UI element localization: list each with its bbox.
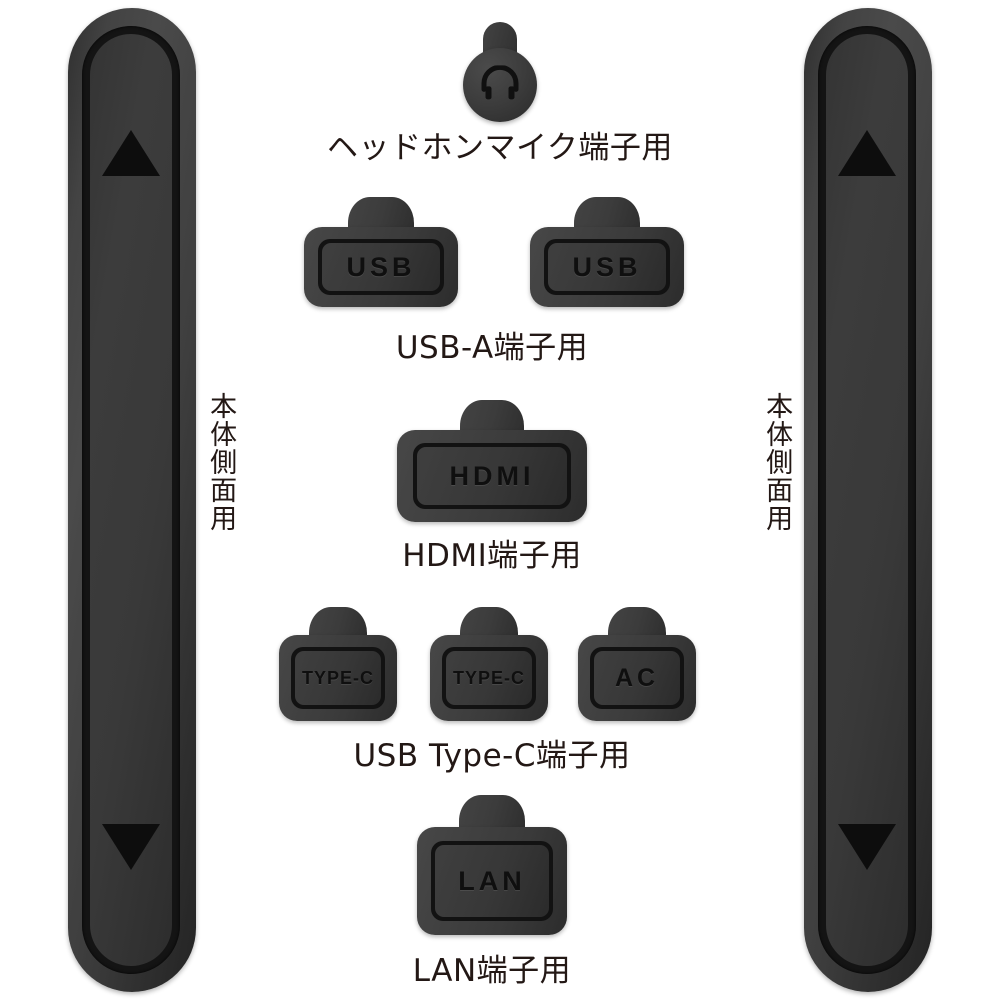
side-strip-right-label: 本体側面用 [761,392,793,532]
cover-body: TYPE-C [430,635,548,721]
cover-inset: LAN [431,841,553,921]
cover-inset-face [435,845,549,917]
cover-inset: USB [544,239,670,295]
side-strip-left-label: 本体側面用 [205,392,237,532]
side-strip-face [826,34,908,966]
lan-cover: LAN [417,795,567,935]
cover-inset-face [417,447,567,505]
cover-inset: AC [590,647,684,709]
usb-a-cover-1: USB [304,197,458,307]
headphone-jack-cover [463,22,537,126]
usb-a-cover-2: USB [530,197,684,307]
cover-inset-face [446,651,532,705]
cover-inset: USB [318,239,444,295]
cover-disc [463,48,537,122]
cover-inset: TYPE-C [442,647,536,709]
cover-inset: HDMI [413,443,571,509]
side-strip-groove [818,26,916,974]
triangle-up-icon [102,130,160,176]
usb-type-c-cover-2: TYPE-C [430,607,548,721]
cover-inset-face [322,243,440,291]
cover-body: USB [304,227,458,307]
triangle-down-icon [102,824,160,870]
cover-inset-face [295,651,381,705]
usb-type-c-cover-label: TYPE-C [452,667,525,688]
ac-cover: AC [578,607,696,721]
hdmi-cover: HDMI [397,400,587,522]
cover-inset-face [548,243,666,291]
ac-cover-label: AC [614,663,660,692]
side-strip-left [68,8,196,992]
side-strip-right [804,8,932,992]
hdmi-caption: HDMI端子用 [402,538,582,574]
lan-cover-label: LAN [458,865,526,896]
usb-type-c-cover-label: TYPE-C [301,667,374,688]
cover-body: AC [578,635,696,721]
cover-body: TYPE-C [279,635,397,721]
usb-a-caption: USB-A端子用 [395,330,589,366]
cover-body: LAN [417,827,567,935]
hdmi-cover-label: HDMI [449,460,535,491]
lan-caption: LAN端子用 [412,953,572,989]
cover-body: HDMI [397,430,587,522]
headphone-caption: ヘッドホンマイク端子用 [327,130,673,166]
usb-type-c-cover-1: TYPE-C [279,607,397,721]
headphone-icon [478,64,522,106]
usb-a-cover-label: USB [346,251,416,282]
usb-type-c-caption: USB Type-C端子用 [353,738,631,774]
triangle-down-icon [838,824,896,870]
cover-inset-face [594,651,680,705]
side-strip-face [90,34,172,966]
side-strip-groove [82,26,180,974]
cover-body: USB [530,227,684,307]
usb-a-cover-label: USB [572,251,642,282]
triangle-up-icon [838,130,896,176]
cover-inset: TYPE-C [291,647,385,709]
